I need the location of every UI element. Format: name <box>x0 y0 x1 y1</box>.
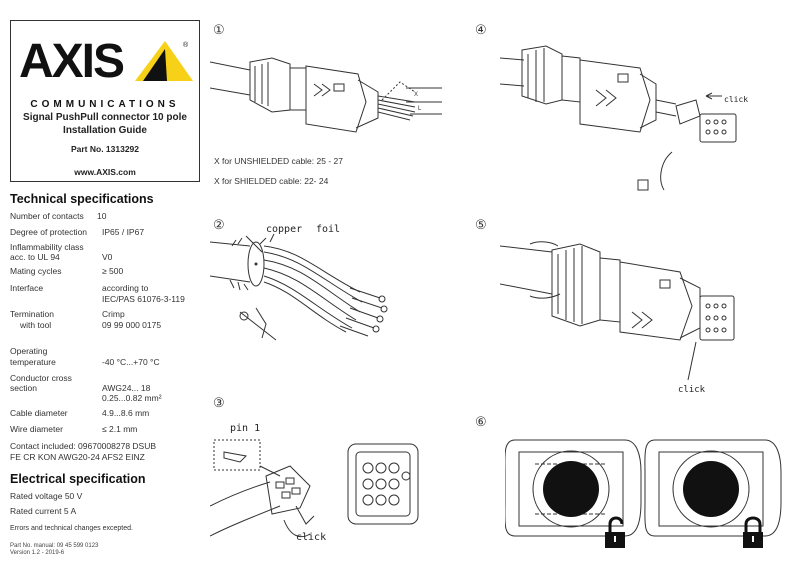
guide-title-line1: Signal PushPull connector 10 pole <box>23 112 187 123</box>
step-2-number: ② <box>213 217 225 232</box>
step-1-illustration: X L <box>210 57 442 133</box>
manual-part-no: Part No. manual: 09 45 599 0123 <box>10 543 99 549</box>
svg-text:click: click <box>678 385 706 395</box>
lock-icon <box>743 516 763 548</box>
step-5-number: ⑤ <box>475 217 487 232</box>
step-2-illustration <box>210 233 388 341</box>
step-4-illustration: click <box>500 45 748 191</box>
step-3-number: ③ <box>213 395 225 410</box>
website: www.AXIS.com <box>74 167 136 177</box>
part-number: Part No. 1313292 <box>70 144 140 154</box>
logo-tagline: COMMUNICATIONS <box>30 99 180 110</box>
pin1-label: pin 1 <box>230 423 261 434</box>
version: Version 1.2 - 2019-6 <box>10 550 65 556</box>
unlock-icon <box>605 516 625 548</box>
logo-wordmark: AXIS <box>19 35 124 88</box>
svg-text:click: click <box>296 532 326 543</box>
svg-text:X: X <box>414 92 418 98</box>
guide-title: Signal PushPull connector 10 pole Instal… <box>11 111 199 137</box>
x-unshielded-note: X for UNSHIELDED cable: 25 - 27 <box>214 156 343 166</box>
step-3-illustration: click <box>210 439 419 543</box>
step-1-number: ① <box>213 22 225 37</box>
tech-spec-heading: Technical specifications <box>10 192 154 206</box>
electrical-heading: Electrical specification <box>10 472 146 486</box>
svg-text:L: L <box>418 106 422 112</box>
copper-label: copper <box>266 224 303 235</box>
x-shielded-note: X for SHIELDED cable: 22- 24 <box>214 176 329 186</box>
logo-box: AXIS ® COMMUNICATIONS Signal PushPull co… <box>10 20 200 182</box>
step-5-illustration: click <box>500 241 735 395</box>
svg-text:click: click <box>724 95 748 104</box>
step-4-number: ④ <box>475 22 487 37</box>
svg-text:®: ® <box>183 41 189 49</box>
foil-label: foil <box>316 224 341 235</box>
guide-title-line2: Installation Guide <box>63 125 147 136</box>
axis-logo: AXIS ® <box>19 35 193 88</box>
step-6-number: ⑥ <box>475 414 487 429</box>
step-6-illustration <box>505 439 782 548</box>
